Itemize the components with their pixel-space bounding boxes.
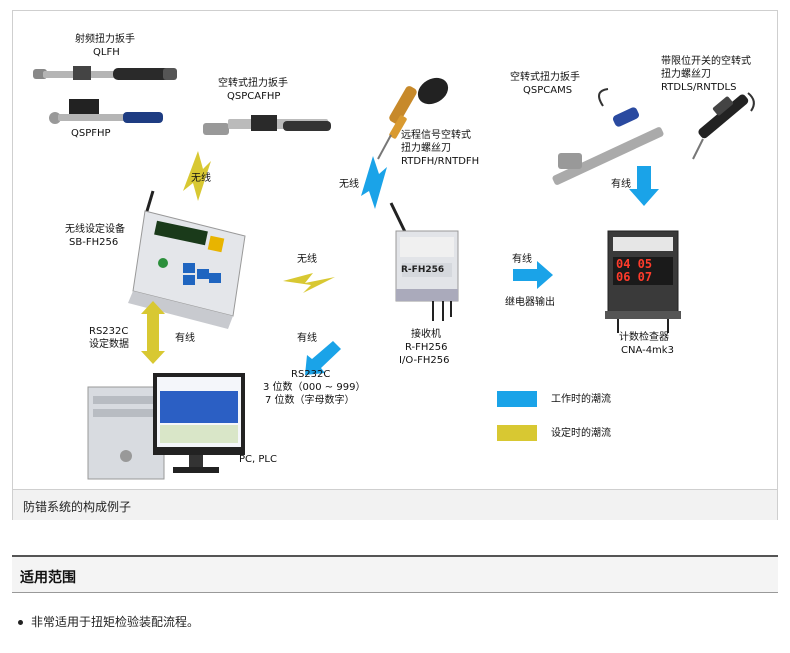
rtdfh-screwdriver-image	[377, 77, 449, 160]
rtdls-model: RTDLS/RNTDLS	[661, 82, 737, 93]
section-title: 适用范围	[20, 570, 76, 586]
legend-label-work: 工作时的潮流	[551, 394, 611, 405]
receiver-model-2: I/O-FH256	[399, 355, 450, 366]
qlfh-model: QLFH	[93, 47, 120, 58]
sbfh-title: 无线设定设备	[65, 224, 125, 235]
qspcafhp-model: QSPCAFHP	[227, 91, 281, 102]
rs232c-setting-line1: RS232C	[89, 326, 129, 337]
receiver-model-1: R-FH256	[405, 342, 448, 353]
qspcams-title: 空转式扭力扳手	[510, 72, 580, 83]
rtdfh-title-line1: 远程信号空转式	[401, 130, 471, 141]
legend-label-setting: 设定时的潮流	[551, 428, 611, 439]
pc-plc-label: PC, PLC	[239, 454, 277, 465]
qlfh-title: 射频扭力扳手	[75, 34, 135, 45]
wireless-bolt-3	[361, 156, 387, 209]
wireless-bolt-1	[183, 151, 211, 201]
bullet-icon	[18, 620, 23, 625]
sb-fh256-device-image	[128, 190, 246, 329]
receiver-device-image	[389, 202, 459, 321]
rtdls-title-line1: 带限位开关的空转式	[661, 56, 751, 67]
cna-model: CNA-4mk3	[621, 345, 674, 356]
section-header: 适用范围	[12, 555, 778, 593]
receiver-to-pc-arrow	[305, 341, 341, 375]
rs232c-output-line3: 7 位数（字母数字）	[265, 395, 355, 406]
pc-computer-image	[87, 373, 245, 480]
list-item: 非常适用于扭矩检验装配流程。	[18, 613, 199, 630]
system-diagram: R-FH256 04 05 06 07 射频扭力扳手 QLFH QSPFHP 空…	[13, 11, 779, 489]
rtdfh-model: RTDFH/RNTDFH	[401, 156, 480, 167]
relay-output-label: 继电器输出	[505, 297, 555, 308]
rtdfh-title-line2: 扭力螺丝刀	[401, 143, 451, 154]
rtdls-screwdriver-image	[692, 92, 755, 160]
qspfhp-model: QSPFHP	[71, 128, 111, 139]
rtdls-title-line2: 扭力螺丝刀	[661, 69, 711, 80]
diagram-graphics	[33, 66, 755, 480]
qspcams-model: QSPCAMS	[523, 85, 573, 96]
legend-swatch-setting	[497, 425, 537, 441]
down-to-counter-arrow	[629, 166, 659, 206]
sbfh-model: SB-FH256	[69, 237, 119, 248]
rs232c-setting-arrow	[141, 301, 165, 364]
wired-label-1: 有线	[611, 179, 631, 190]
system-diagram-figure: R-FH256 04 05 06 07 射频扭力扳手 QLFH QSPFHP 空…	[12, 10, 778, 520]
cna-digits-bottom: 06 07	[616, 270, 653, 284]
receiver-to-counter-arrow	[513, 261, 553, 289]
cna-counter-device-image	[605, 230, 681, 333]
rs232c-output-line1: RS232C	[291, 369, 331, 380]
wireless-bolt-2	[283, 273, 335, 293]
receiver-title: 接收机	[411, 329, 441, 340]
qspcams-wrench-image	[552, 88, 664, 185]
qspcafhp-title: 空转式扭力扳手	[218, 78, 288, 89]
qspfhp-wrench-image	[49, 99, 163, 124]
figure-caption: 防错系统的构成例子	[23, 500, 132, 514]
qlfh-wrench-image	[33, 66, 177, 80]
qspcafhp-wrench-image	[203, 115, 331, 135]
wired-label-2: 有线	[512, 254, 532, 265]
wireless-label-2: 无线	[339, 179, 359, 190]
cna-title: 计数检查器	[619, 332, 669, 343]
wired-label-3: 有线	[175, 333, 195, 344]
wired-label-4: 有线	[297, 333, 317, 344]
receiver-device-text: R-FH256	[401, 265, 445, 275]
rs232c-output-line2: 3 位数（000 ~ 999）	[263, 382, 366, 393]
rs232c-setting-line2: 设定数据	[89, 339, 129, 350]
wireless-label-3: 无线	[297, 254, 317, 265]
figure-caption-bar: 防错系统的构成例子	[13, 489, 777, 520]
cna-digits-top: 04 05	[616, 257, 653, 271]
wireless-label-1: 无线	[191, 173, 211, 184]
legend-swatch-work	[497, 391, 537, 407]
list-item-text: 非常适用于扭矩检验装配流程。	[31, 615, 200, 629]
